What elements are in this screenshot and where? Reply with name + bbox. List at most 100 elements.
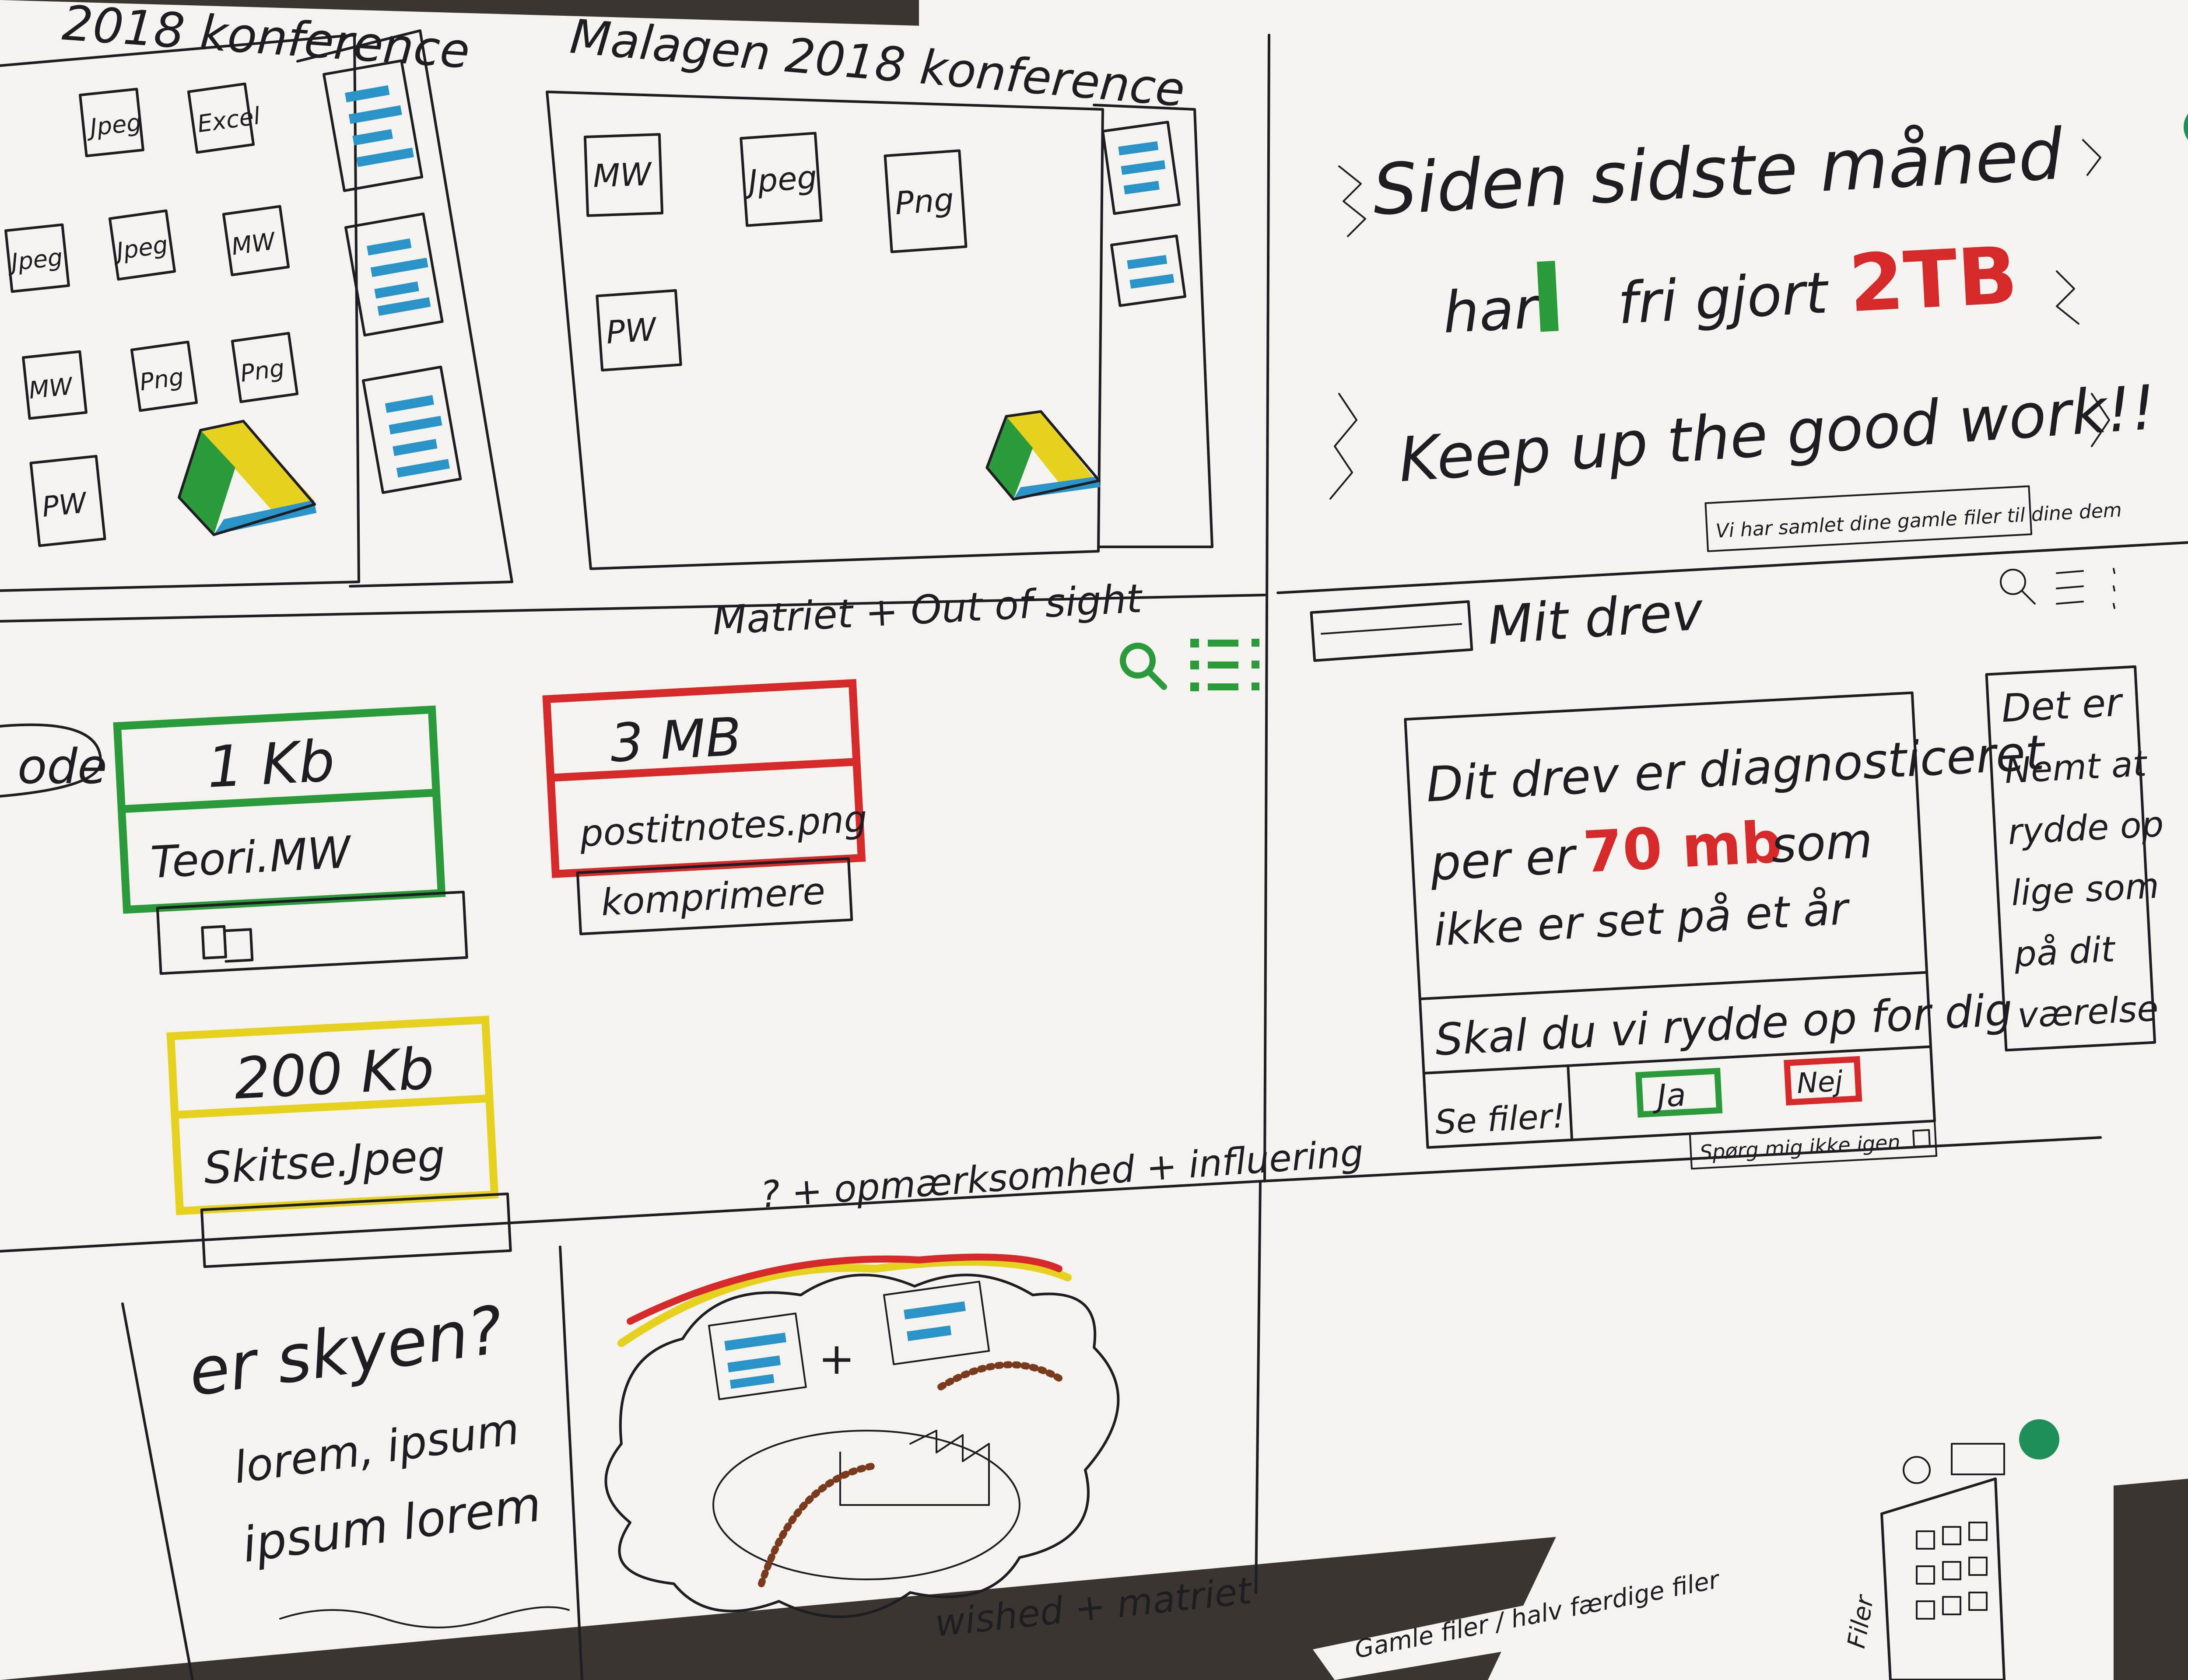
file-label: Png <box>238 354 286 387</box>
file-label: MW <box>593 156 653 195</box>
card-action-area <box>200 1192 512 1268</box>
no-button[interactable] <box>1784 1056 1862 1106</box>
drive-window <box>546 91 1104 570</box>
factory-icon <box>839 1430 990 1506</box>
document-thumbnail <box>883 1281 990 1365</box>
file-label: PW <box>605 311 659 351</box>
tip-line: på dit <box>2013 929 2117 975</box>
details-sidebar <box>1093 104 1213 548</box>
sidebar-document-list <box>1101 121 1187 307</box>
file-label: Jpeg <box>6 243 64 276</box>
file-icon <box>187 82 255 154</box>
message-line-2: har I fri gjort 2TB <box>1441 230 2020 355</box>
file-label: MW <box>230 227 278 261</box>
red-scribble <box>627 1253 1062 1325</box>
thumbs-up-icon <box>201 925 254 963</box>
file-icon <box>108 209 176 281</box>
list-view-icon <box>1190 639 1238 691</box>
grid-line <box>1255 1180 1262 1594</box>
file-card-medium: 200 Kb Skitse.Jpeg <box>166 1015 512 1268</box>
dont-ask-again-row[interactable] <box>1689 1120 1938 1170</box>
tip-sidebar-frame <box>1985 665 2156 1052</box>
brown-scribble <box>937 1361 1062 1390</box>
tip-sidebar: Det er Nemt at rydde op lige som på dit … <box>1985 665 2165 1052</box>
brown-scribble <box>758 1462 879 1587</box>
file-name: Teori.MW <box>149 826 353 888</box>
file-label: Jpeg <box>742 158 818 200</box>
gear-icon <box>1903 1456 1931 1484</box>
file-grid: MW Jpeg Png PW <box>583 132 968 372</box>
squiggle-line <box>279 1606 570 1628</box>
more-options-icon <box>1252 639 1259 690</box>
top-paper-strip <box>919 0 2188 65</box>
file-label: MW <box>28 372 75 404</box>
card-action-area <box>156 890 468 975</box>
plus-sign: + <box>818 1333 855 1384</box>
grid-line <box>0 594 1266 623</box>
search-icon <box>1146 668 1167 690</box>
google-drive-logo <box>985 410 1101 501</box>
file-icon <box>130 340 198 412</box>
dialog-frame <box>1404 691 1936 1149</box>
highlight-letter: I <box>1527 242 1569 355</box>
document-thumbnail <box>1110 234 1187 307</box>
tip-line: Nemt at <box>2004 743 2149 791</box>
freed-amount: 2TB <box>1847 230 2020 330</box>
sparkle-lines <box>2091 393 2110 447</box>
left-tag-outline <box>0 723 102 798</box>
document-thumbnail <box>344 212 444 337</box>
file-icon <box>884 149 968 253</box>
grid-line <box>1259 1136 2102 1183</box>
toolbar-box <box>1951 1443 2005 1475</box>
compress-button[interactable] <box>576 857 853 935</box>
file-icon <box>583 133 664 217</box>
file-icon <box>79 88 144 158</box>
file-icon <box>4 223 70 293</box>
file-label: Png <box>138 363 186 396</box>
document-thumbnail <box>323 59 424 192</box>
search-toolbar <box>1120 639 1259 691</box>
details-sidebar <box>296 29 513 588</box>
grid-line <box>1263 34 1270 1183</box>
tip-line: lige som <box>2010 865 2160 914</box>
dialog-line-2-end: som <box>1770 812 1874 874</box>
drive-header: Mit drev <box>1310 581 1706 662</box>
search-icon <box>1120 643 1156 679</box>
yellow-scribble <box>617 1258 1072 1347</box>
tip-line: Det er <box>2000 679 2125 731</box>
file-card-small: 1 Kb Teori.MW <box>113 705 468 975</box>
yes-button[interactable] <box>1635 1068 1723 1118</box>
file-icon <box>29 455 106 547</box>
pushpin <box>2184 114 2188 140</box>
file-label: Png <box>894 181 955 222</box>
file-label: Jpeg <box>85 108 143 142</box>
grid-line <box>559 1246 583 1680</box>
tip-line: rydde op <box>2007 804 2165 853</box>
pushpin <box>2019 1419 2059 1460</box>
dialog-highlight-size: 70 mb <box>1581 809 1784 886</box>
file-icon <box>222 205 290 276</box>
document-thumbnail <box>362 365 462 494</box>
phone-outline <box>1880 1477 2006 1680</box>
dont-ask-again-checkbox[interactable] <box>1912 1129 1931 1148</box>
file-icon <box>231 332 299 403</box>
app-grid-icon <box>1916 1522 1988 1620</box>
file-size: 3 MB <box>609 707 743 774</box>
drive-header-title: Mit drev <box>1486 581 1706 657</box>
sidebar-document-list <box>323 59 462 494</box>
message-text: fri gjort <box>1616 259 1831 337</box>
grid-line <box>0 1180 1262 1253</box>
sparkle-lines <box>1329 393 1357 500</box>
header-icons <box>2000 568 2115 609</box>
cloud-outline <box>604 1274 1120 1618</box>
see-files-link[interactable]: Se filer! <box>1434 1096 1566 1141</box>
document-thumbnail <box>708 1312 807 1400</box>
file-icon <box>22 350 88 420</box>
sparkle-lines <box>1338 165 1366 237</box>
file-name: Skitse.Jpeg <box>203 1130 446 1194</box>
grid-line <box>121 1302 194 1680</box>
file-icon <box>596 289 682 372</box>
dialog-line-2: per er <box>1428 828 1579 891</box>
